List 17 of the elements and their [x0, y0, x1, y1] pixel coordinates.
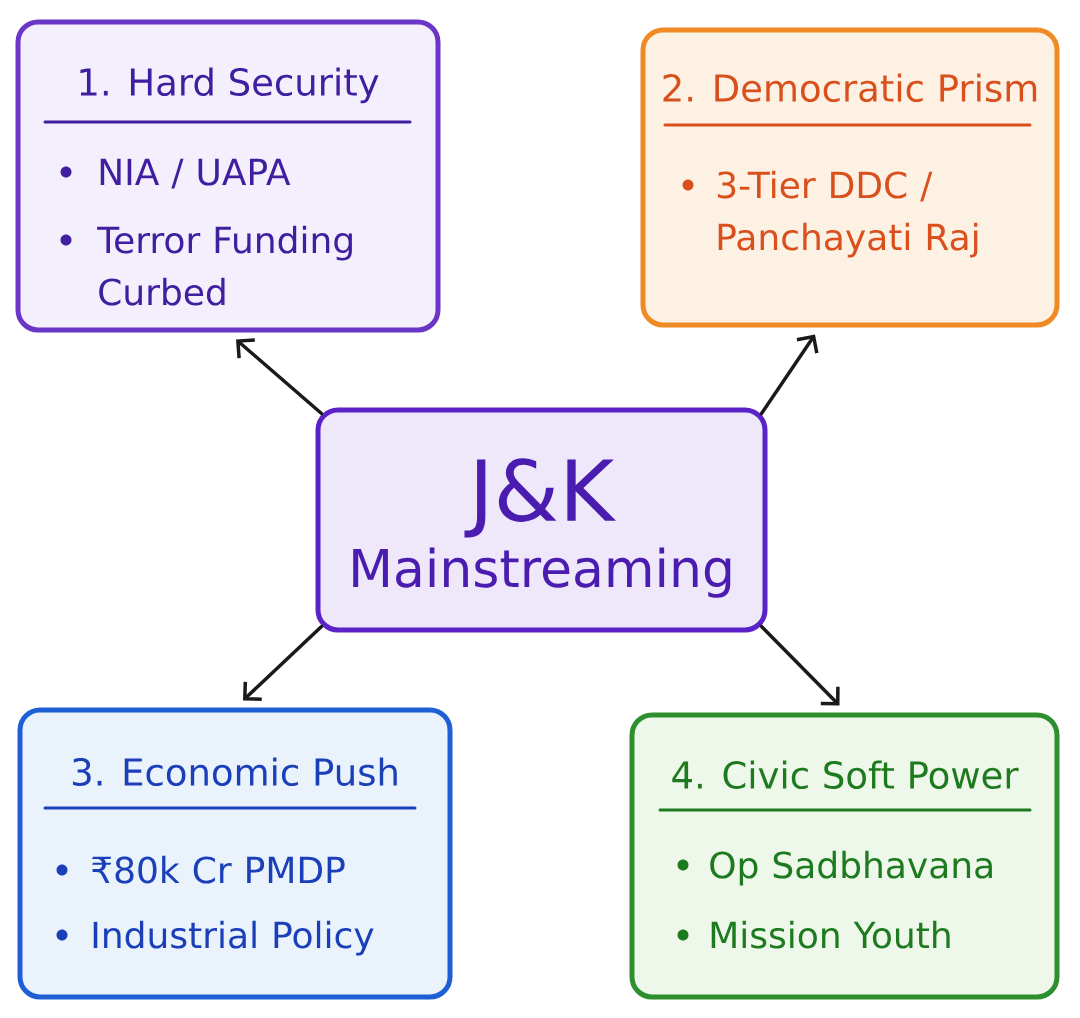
center-title: J&K	[464, 458, 616, 538]
card-heading: 1. Hard Security	[80, 67, 379, 104]
bullet-text: Op Sadbhavana	[710, 850, 992, 886]
bullet-text: 3-Tier DDC / Panchayati Raj	[717, 170, 978, 258]
bullet-text: ₹80k Cr PMDP	[92, 855, 345, 884]
bullet-text: Terror Funding Curbed	[97, 225, 352, 306]
card-heading: 2. Democratic Prism	[663, 73, 1037, 102]
bullet-text: Industrial Policy	[93, 920, 374, 956]
card-heading: 4. Civic Soft Power	[672, 760, 1019, 789]
bullet-text: Mission Youth	[711, 920, 950, 949]
center-subtitle: Mainstreaming	[353, 547, 731, 598]
arrow	[236, 338, 324, 416]
arrow	[759, 624, 840, 706]
arrow	[243, 624, 324, 702]
card-heading: 3. Economic Push	[73, 757, 397, 786]
bullet-text: NIA / UAPA	[100, 158, 291, 189]
arrow	[759, 334, 819, 416]
